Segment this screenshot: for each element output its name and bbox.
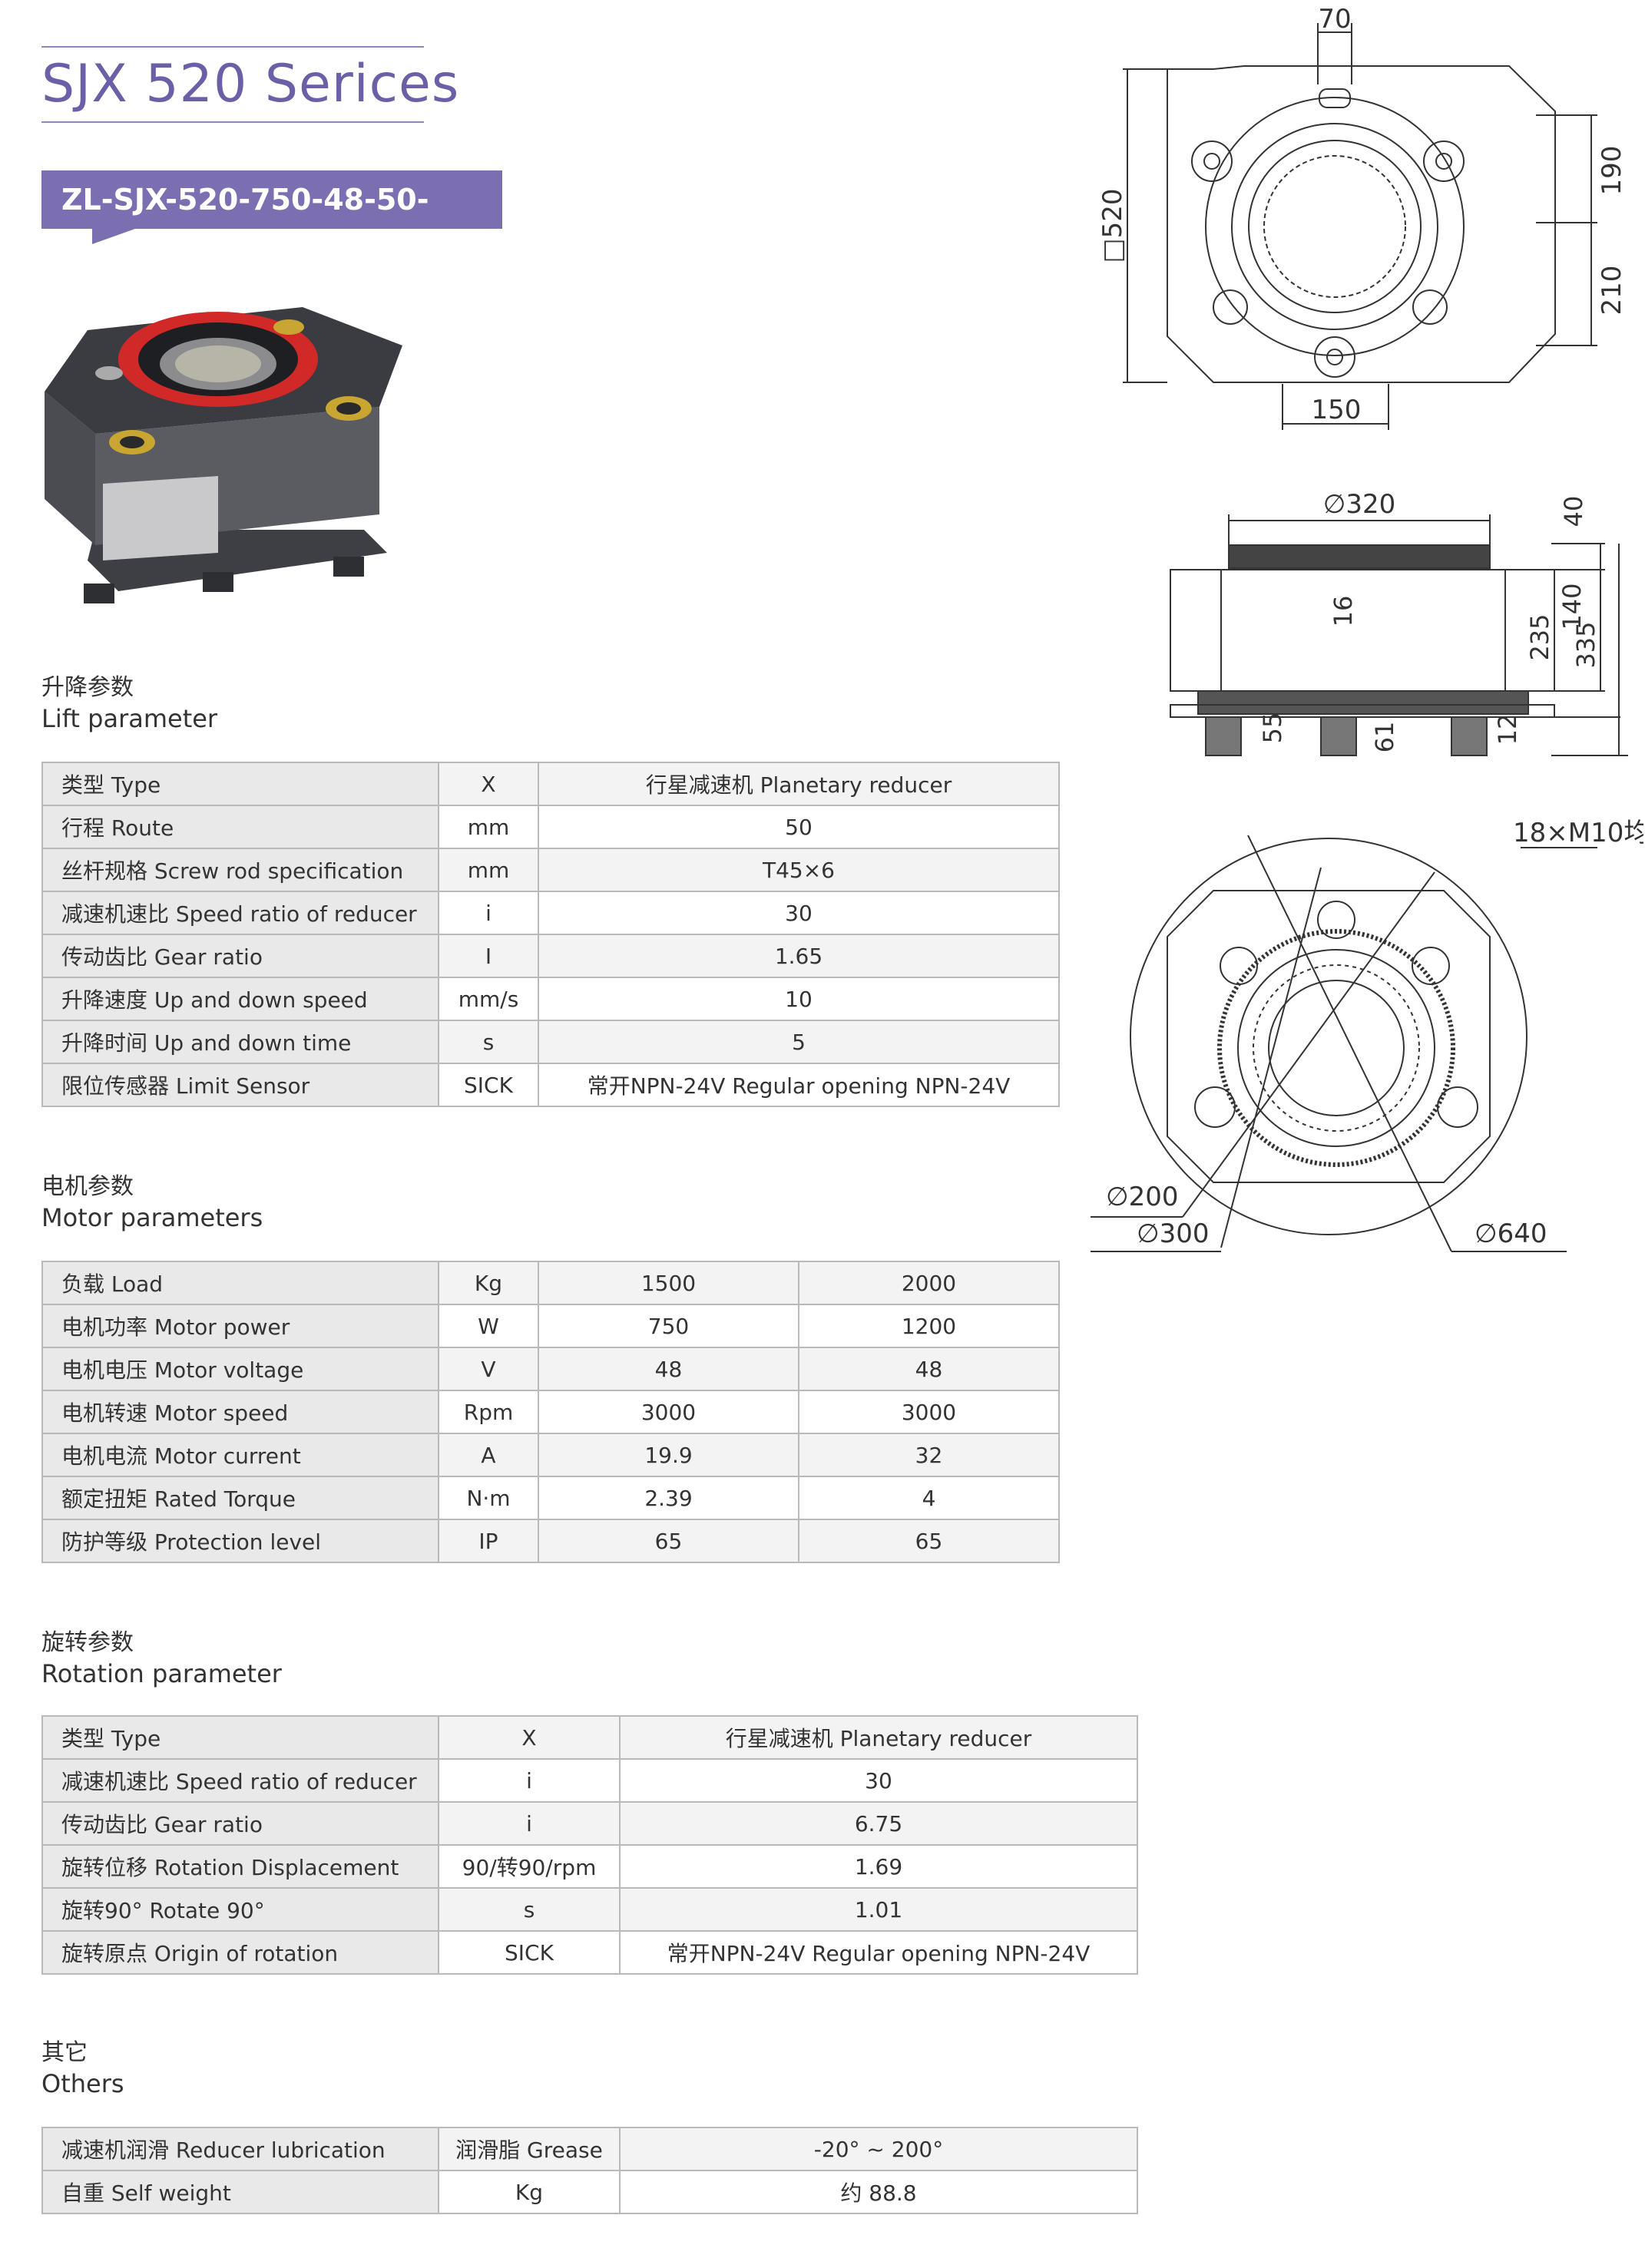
foot-right [333, 557, 364, 577]
bearing-left [95, 366, 123, 380]
top-view-drawing: 70 □520 190 210 150 [1097, 4, 1627, 430]
model-code-tag: ZL-SJX-520-750-48-50-1500 [41, 170, 502, 275]
bottom-view-bearing-right [1437, 1086, 1478, 1128]
bottom-view-bearing-left [1194, 1086, 1236, 1128]
dim-210: 210 [1597, 266, 1627, 316]
side-view-body [1170, 569, 1555, 692]
top-view-handle [1319, 88, 1351, 108]
dim-12: 12 [1493, 714, 1522, 746]
dim-d300: ∅300 [1137, 1218, 1210, 1249]
dim-55: 55 [1258, 712, 1287, 744]
bottom-view-gear-right [1412, 947, 1450, 985]
dim-235: 235 [1525, 613, 1554, 660]
dim-d320: ∅320 [1323, 489, 1396, 520]
side-view-leg-center [1320, 716, 1357, 756]
top-view-bearing-left [1191, 141, 1233, 182]
side-view-gears [1197, 690, 1529, 715]
rotation-heading-en: Rotation parameter [41, 1659, 282, 1688]
others-heading-en: Others [41, 2069, 124, 2098]
bore-floor [175, 345, 261, 382]
bottom-view-drawing: 18×M10均布 ∅200 ∅300 ∅640 [1091, 818, 1643, 1252]
dim-335: 335 [1571, 621, 1600, 668]
bearing-back [273, 319, 304, 335]
dim-d640: ∅640 [1475, 1218, 1547, 1249]
title-rule-top [41, 46, 424, 48]
bottom-view-gear-left [1220, 947, 1258, 985]
dim-520: □520 [1097, 188, 1128, 263]
body-panel [103, 476, 218, 560]
bottom-view-gear-ring [1217, 929, 1455, 1167]
bottom-view-gear-top [1317, 901, 1355, 939]
dim-150: 150 [1312, 395, 1362, 425]
dim-40: 40 [1559, 496, 1588, 527]
top-view-bearing-bottom [1314, 336, 1355, 378]
foot-left [84, 584, 114, 603]
top-view-bearing-right [1423, 141, 1465, 182]
bottom-view-outer-circle [1130, 838, 1528, 1235]
dim-d200: ∅200 [1106, 1182, 1179, 1212]
bottom-view-outline [1167, 890, 1491, 1183]
side-view-drawing: ∅320 40 16 140 235 335 55 61 12 [1170, 489, 1628, 756]
dim-190: 190 [1597, 146, 1627, 196]
body-side-left [45, 392, 95, 545]
dim-61: 61 [1370, 722, 1399, 753]
top-view-outer-circle [1205, 97, 1465, 356]
side-view-leg-left [1205, 716, 1242, 756]
foot-center [203, 572, 233, 592]
top-view-outline [1167, 65, 1556, 383]
title-rule-bottom [41, 121, 424, 123]
model-tag-notch [92, 229, 135, 244]
motor-heading-en: Motor parameters [41, 1203, 263, 1232]
top-view-gear-right [1412, 289, 1448, 325]
lift-heading-en: Lift parameter [41, 704, 218, 733]
dim-70: 70 [1318, 4, 1351, 35]
holes-label: 18×M10均布 [1513, 818, 1643, 848]
product-image [45, 307, 402, 603]
series-title: SJX 520 Serices [41, 54, 460, 114]
top-view-gear-left [1213, 289, 1248, 325]
motor-heading-cn: 电机参数 [41, 1173, 134, 1200]
side-view-gear-ring [1228, 544, 1491, 569]
others-heading-cn: 其它 [41, 2039, 88, 2066]
side-view-leg-right [1451, 716, 1488, 756]
dim-140: 140 [1557, 583, 1587, 630]
rotation-heading-cn: 旋转参数 [41, 1629, 134, 1656]
lift-heading-cn: 升降参数 [41, 674, 134, 701]
dim-16: 16 [1329, 596, 1358, 627]
